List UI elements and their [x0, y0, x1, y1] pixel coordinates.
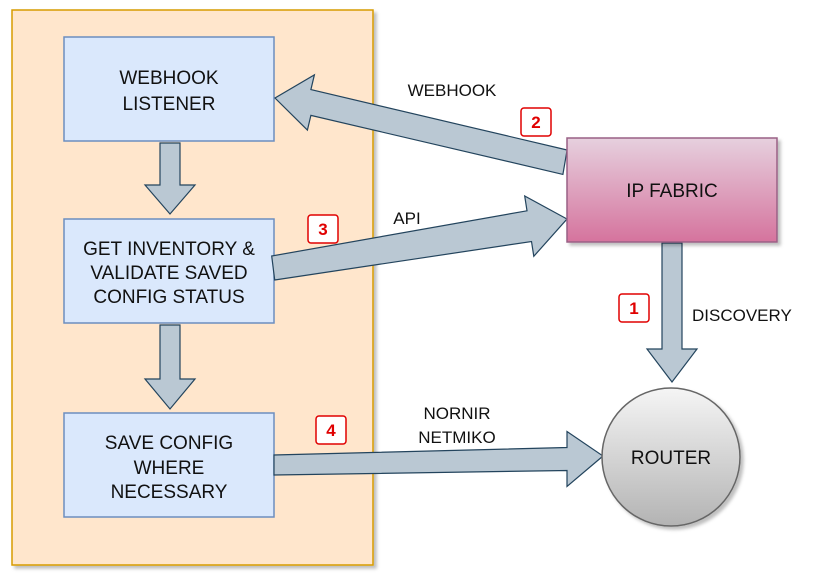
save-config-box: SAVE CONFIG WHERE NECESSARY — [63, 412, 275, 518]
nornir-edge-label: NORNIR — [423, 404, 490, 423]
webhook-listener-line-2: LISTENER — [123, 94, 216, 115]
save-config-line-3: NECESSARY — [111, 482, 228, 503]
svg-text:4: 4 — [326, 421, 336, 440]
router-node: ROUTER — [601, 387, 741, 527]
step-badge-3: 3 — [307, 214, 339, 244]
flow-arrow-listener-to-inventory — [143, 142, 197, 215]
ip-fabric-node: IP FABRIC — [566, 137, 778, 243]
webhook-arrow — [274, 73, 568, 176]
flow-arrow-inventory-to-save — [143, 324, 197, 410]
step-badge-4: 4 — [315, 415, 347, 445]
svg-text:1: 1 — [629, 299, 638, 318]
get-inventory-box: GET INVENTORY & VALIDATE SAVED CONFIG ST… — [63, 218, 275, 324]
netmiko-edge-label: NETMIKO — [418, 428, 495, 447]
get-inventory-line-2: VALIDATE SAVED — [90, 263, 247, 284]
step-badge-1: 1 — [618, 293, 650, 323]
api-arrow — [271, 194, 568, 281]
svg-text:3: 3 — [318, 220, 327, 239]
discovery-arrow — [645, 242, 699, 383]
webhook-listener-box: WEBHOOK LISTENER — [63, 36, 275, 142]
api-edge-label: API — [393, 209, 420, 228]
get-inventory-line-1: GET INVENTORY & — [83, 239, 255, 260]
save-config-line-2: WHERE — [134, 458, 205, 479]
step-badge-2: 2 — [520, 107, 552, 137]
save-config-line-1: SAVE CONFIG — [105, 433, 233, 454]
webhook-listener-line-1: WEBHOOK — [119, 68, 219, 89]
svg-text:2: 2 — [531, 113, 540, 132]
nornir-arrow — [273, 430, 604, 488]
ip-fabric-label: IP FABRIC — [626, 181, 718, 202]
discovery-edge-label: DISCOVERY — [692, 306, 792, 325]
router-label: ROUTER — [631, 448, 711, 469]
get-inventory-line-3: CONFIG STATUS — [93, 287, 244, 308]
webhook-edge-label: WEBHOOK — [408, 81, 497, 100]
